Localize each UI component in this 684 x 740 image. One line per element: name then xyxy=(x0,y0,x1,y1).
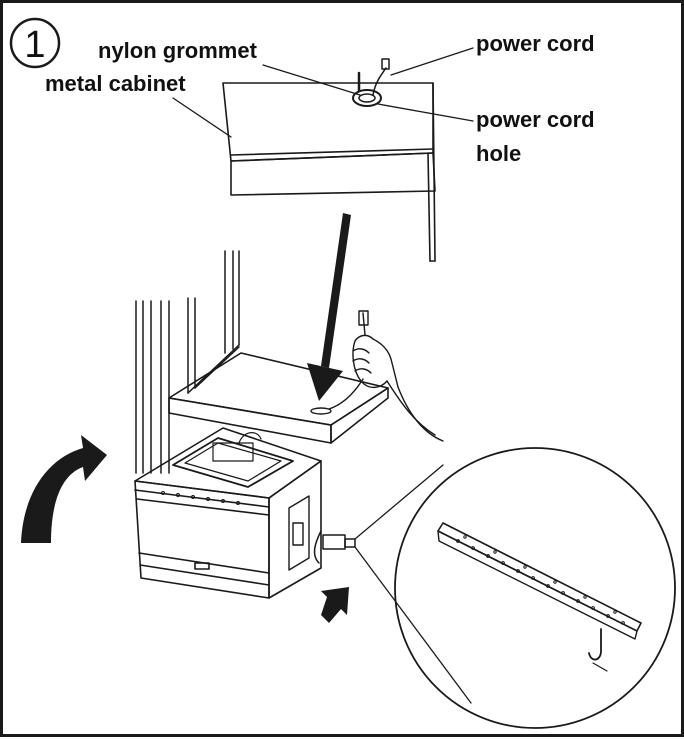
nylon-grommet xyxy=(352,71,382,107)
power-cord-top xyxy=(372,58,390,96)
control-strip xyxy=(161,491,240,505)
microwave-oven xyxy=(134,427,322,599)
hand-holding-plug xyxy=(328,310,444,442)
down-arrow xyxy=(307,213,351,401)
leader-lines xyxy=(172,47,474,138)
label-power-cord: power cord xyxy=(476,31,595,56)
zoom-lines xyxy=(354,464,472,704)
metal-cabinet xyxy=(222,82,436,262)
label-power-cord-hole-line2: hole xyxy=(476,141,521,166)
curved-arrow xyxy=(21,435,107,543)
installation-diagram: 1 nylon grommet power cord metal cabinet… xyxy=(9,17,676,729)
side-cord xyxy=(313,530,356,564)
step-number: 1 xyxy=(24,24,45,66)
step-badge: 1 xyxy=(9,17,61,69)
detail-circle xyxy=(394,447,676,729)
bracket-holes xyxy=(456,535,625,625)
wall-frame xyxy=(135,250,240,474)
label-metal-cabinet: metal cabinet xyxy=(45,71,186,96)
small-arrow xyxy=(321,587,349,623)
label-nylon-grommet: nylon grommet xyxy=(98,38,258,63)
cabinet-bottom xyxy=(168,352,389,444)
label-power-cord-hole-line1: power cord xyxy=(476,107,595,132)
